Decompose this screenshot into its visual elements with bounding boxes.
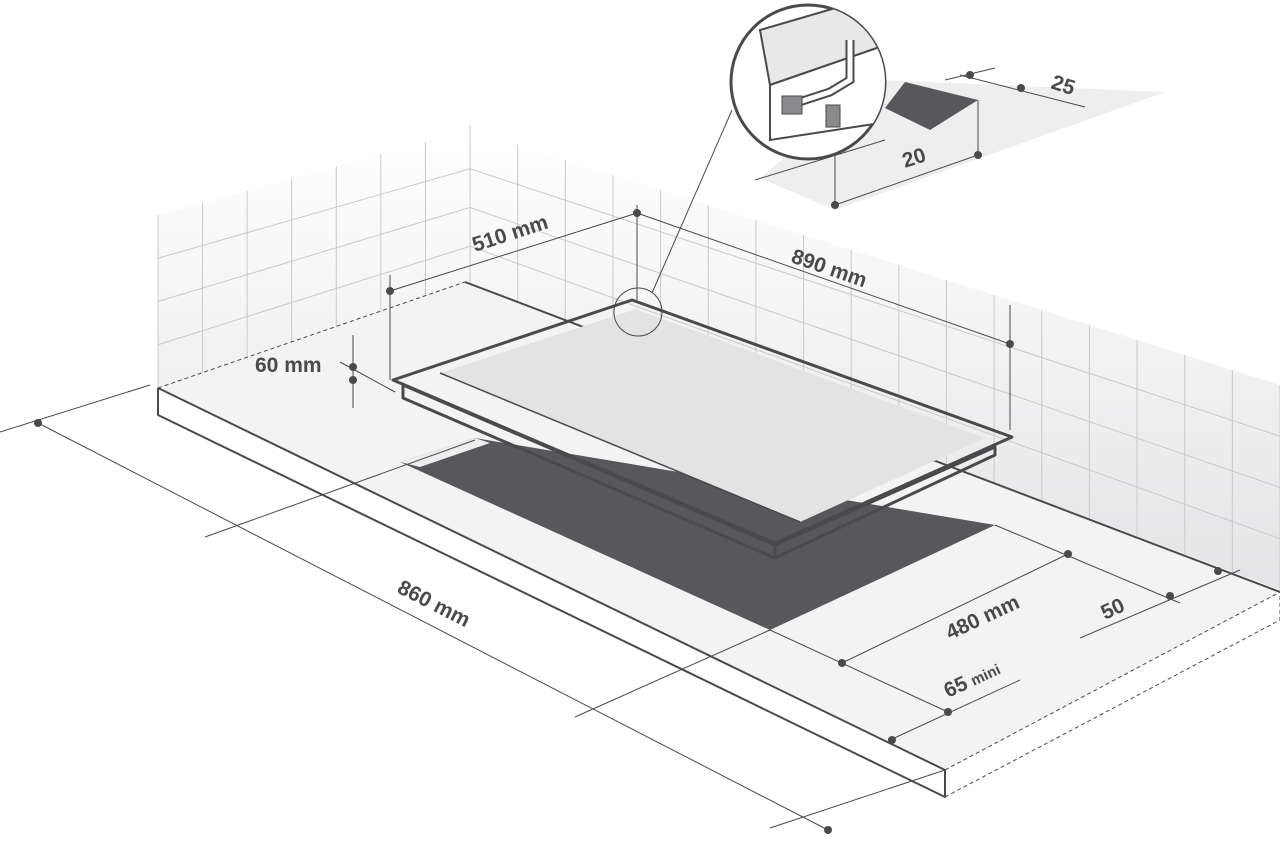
tile-line [157, 245, 471, 346]
hob [391, 109, 1014, 560]
tile-line [469, 168, 1280, 437]
tile-line [469, 245, 1280, 540]
tile-line [157, 207, 471, 302]
tile-line [157, 168, 471, 259]
dimension-lines [0, 205, 1241, 834]
detail-callout-circle [613, 287, 663, 337]
height-label: 60 mm [255, 354, 322, 377]
tile-line [469, 207, 1280, 488]
detail-inset [729, 3, 1165, 210]
countertop-cutout [400, 438, 995, 630]
counter-width-label: 860 mm [394, 576, 474, 632]
